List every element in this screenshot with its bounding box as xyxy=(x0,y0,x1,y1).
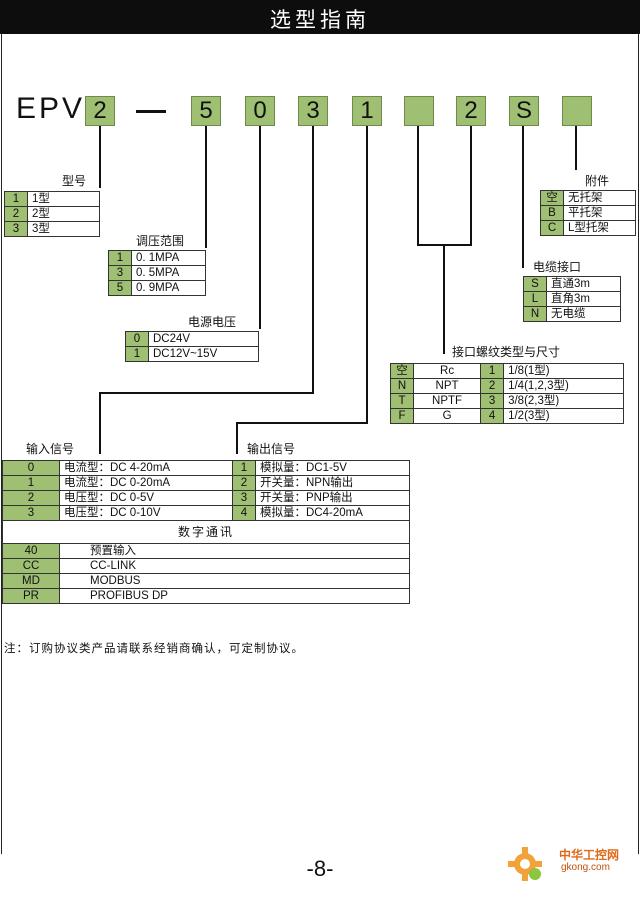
watermark-url: gkong.com xyxy=(561,862,610,873)
table-row: 2 电压型：DC 0-5V 3 开关量：PNP输出 xyxy=(2,490,410,506)
connector-input-drop xyxy=(99,392,101,454)
code-box-thread-size: 2 xyxy=(456,96,486,126)
label-power-voltage: 电源电压 xyxy=(188,315,237,329)
connector-thread-left xyxy=(417,126,419,246)
code-box-thread-type xyxy=(404,96,434,126)
table-row: PR PROFIBUS DP xyxy=(2,588,410,604)
page-title: 选型指南 xyxy=(270,8,370,32)
table-row: CC CC-LINK xyxy=(2,558,410,574)
table-row: 40 预置输入 xyxy=(2,543,410,559)
connector-model xyxy=(99,126,101,188)
table-row: 空无托架 xyxy=(540,190,636,206)
page-frame xyxy=(1,34,639,854)
connector-output-v xyxy=(366,126,368,424)
model-prefix: EPV xyxy=(16,92,86,125)
watermark: 中华工控网 gkong.com xyxy=(505,842,633,886)
label-output-signal: 输出信号 xyxy=(247,442,296,456)
code-box-output: 1 xyxy=(352,96,382,126)
label-model-no: 型号 xyxy=(62,174,87,188)
gear-icon xyxy=(508,847,542,881)
table-row: MD MODBUS xyxy=(2,573,410,589)
label-cable: 电缆接口 xyxy=(533,260,582,274)
connector-input-h xyxy=(99,392,314,394)
header-bar: 选型指南 xyxy=(0,0,640,34)
connector-output-h xyxy=(236,422,368,424)
connector-output-drop xyxy=(236,422,238,454)
code-box-model: 2 xyxy=(85,96,115,126)
table-row: 数字通讯 xyxy=(2,520,410,544)
code-box-pressure: 5 xyxy=(191,96,221,126)
page-number: -8- xyxy=(306,856,334,881)
connector-pressure xyxy=(205,126,207,248)
table-row: 3 电压型：DC 0-10V 4 模拟量：DC4-20mA xyxy=(2,505,410,521)
connector-voltage xyxy=(259,126,261,329)
label-accessory: 附件 xyxy=(585,174,610,188)
connector-cable xyxy=(522,126,524,268)
table-row: 1 电流型：DC 0-20mA 2 开关量：NPN输出 xyxy=(2,475,410,491)
connector-accessory xyxy=(575,126,577,170)
connector-thread-drop xyxy=(443,244,445,354)
code-box-input: 3 xyxy=(298,96,328,126)
watermark-brand: 中华工控网 xyxy=(559,848,620,862)
connector-input-v xyxy=(312,126,314,394)
code-box-cable: S xyxy=(509,96,539,126)
connector-thread-right xyxy=(470,126,472,246)
code-box-accessory xyxy=(562,96,592,126)
table-row: 0 电流型：DC 4-20mA 1 模拟量：DC1-5V xyxy=(2,460,410,476)
code-dash xyxy=(136,110,166,113)
code-box-voltage: 0 xyxy=(245,96,275,126)
digital-comm-heading: 数字通讯 xyxy=(2,520,410,544)
table-signals: 0 电流型：DC 4-20mA 1 模拟量：DC1-5V 1 电流型：DC 0-… xyxy=(2,460,410,604)
label-input-signal: 输入信号 xyxy=(26,442,75,456)
label-thread: 接口螺纹类型与尺寸 xyxy=(452,345,561,359)
label-pressure-range: 调压范围 xyxy=(136,234,185,248)
order-note: 注：订购协议类产品请联系经销商确认，可定制协议。 xyxy=(4,641,304,655)
